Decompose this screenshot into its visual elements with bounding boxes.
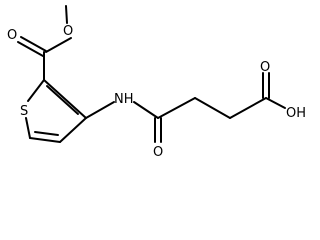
atom-acid-o: O: [260, 60, 270, 75]
bond-amide-c-ch2: [157, 97, 196, 119]
molecule-structure: O O S NH O O OH: [7, 5, 306, 160]
bond-nh-amide-c: [133, 101, 159, 119]
atom-carbonyl-o: O: [7, 28, 17, 43]
atom-amide-nh: NH: [114, 92, 134, 107]
bond-ring-c3-c2-inner: [46, 85, 79, 115]
bond-ch2-acid-c: [229, 97, 267, 119]
bond-ester-c-o-double-a: [20, 36, 47, 52]
bond-o-ester-carbon: [45, 37, 72, 53]
bond-ch2-ch2: [194, 97, 231, 119]
atom-acid-oh: OH: [286, 106, 306, 121]
atom-sulfur: S: [20, 104, 28, 119]
atom-labels: O O S NH O O OH: [7, 24, 306, 160]
bond-ring-c5-c4-inner: [34, 131, 59, 136]
bond-ring-c4-c3: [59, 117, 87, 143]
bond-methyl-o: [65, 5, 68, 24]
atom-amide-o: O: [153, 145, 163, 160]
atom-methyl-o: O: [63, 24, 73, 39]
bonds: [17, 5, 286, 143]
bond-ring-s-c5: [25, 117, 31, 139]
bond-ring-c5-c4: [29, 137, 61, 143]
bond-acid-c-oh: [265, 97, 286, 109]
bond-ester-c-o-double-b: [17, 41, 44, 57]
bond-ring-nh: [85, 101, 115, 119]
bond-ring-c3-c2: [43, 79, 87, 119]
bond-ring-c2-s: [27, 79, 45, 102]
